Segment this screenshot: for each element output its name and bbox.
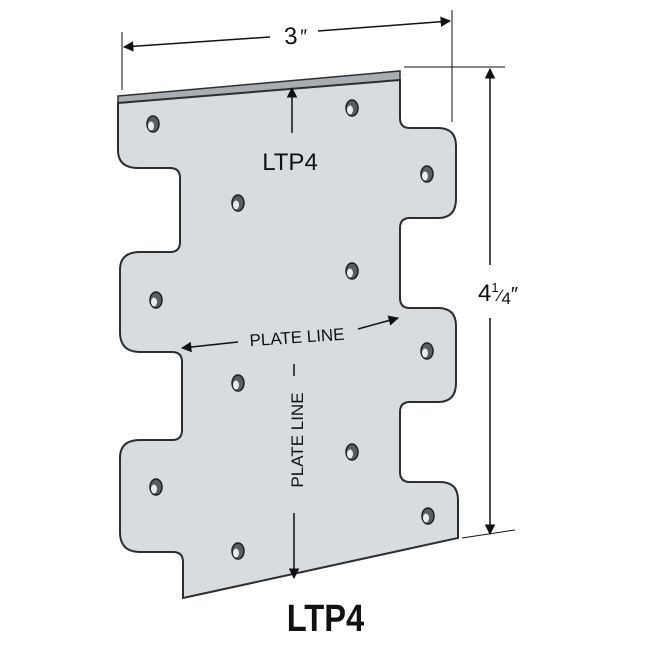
nail-hole (231, 374, 245, 392)
nail-hole (146, 115, 160, 133)
nail-hole (345, 99, 359, 117)
plate-line-vertical-label: PLATE LINE (288, 392, 307, 487)
nail-holes (146, 99, 435, 560)
height-label: 41⁄4″ (478, 280, 518, 308)
nail-hole (345, 443, 359, 461)
plate-line-arrow-right (357, 315, 400, 330)
width-dimension: 3″ (121, 10, 453, 122)
metal-plate (117, 78, 459, 600)
height-dimension: 41⁄4″ (404, 66, 518, 539)
nail-hole (149, 478, 163, 496)
height-extension-bottom (461, 529, 516, 539)
vertical-plate-line: PLATE LINE (288, 364, 307, 580)
nail-hole (420, 165, 434, 183)
width-arrow-left (122, 36, 271, 52)
caption-title: LTP4 (286, 598, 365, 640)
nail-hole (345, 262, 359, 280)
width-arrow-right (317, 16, 452, 32)
nail-hole (420, 342, 434, 360)
plate-model-label: LTP4 (262, 149, 318, 176)
nail-hole (421, 507, 435, 525)
nail-hole (149, 291, 163, 309)
nail-hole (231, 542, 245, 560)
width-label: 3″ (283, 22, 308, 51)
plate-line-arrow-left (180, 341, 239, 353)
nail-hole (231, 194, 245, 212)
